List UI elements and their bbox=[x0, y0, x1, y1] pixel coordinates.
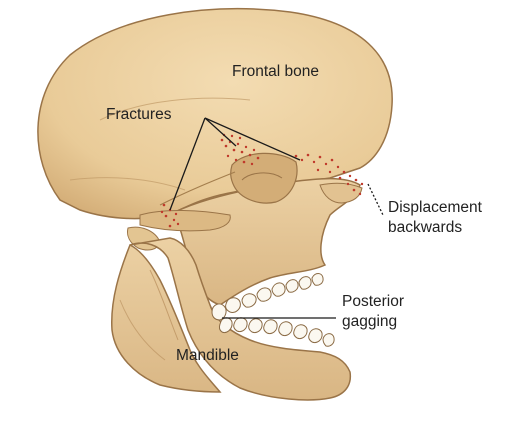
displacement-label-line2: backwards bbox=[388, 218, 462, 237]
posterior-label-line1: Posterior bbox=[342, 292, 404, 311]
displacement-label-line1: Displacement bbox=[388, 198, 482, 217]
zygomatic-arch bbox=[140, 210, 230, 230]
frontal-bone-label: Frontal bone bbox=[232, 62, 319, 81]
fractures-label: Fractures bbox=[106, 105, 171, 124]
posterior-label-line2: gagging bbox=[342, 312, 397, 331]
mandible-label: Mandible bbox=[176, 346, 239, 365]
